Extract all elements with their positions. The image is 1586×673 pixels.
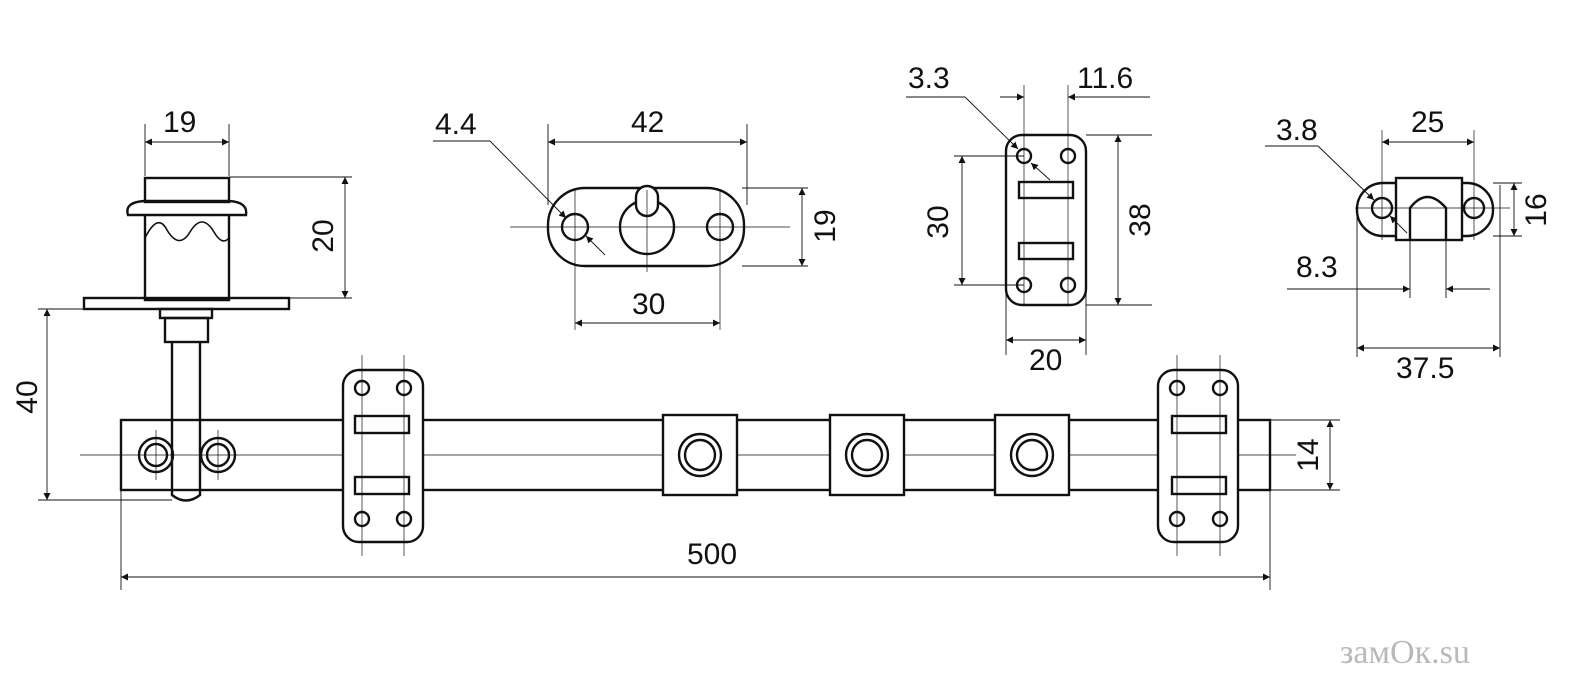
dim-knob-height: 20 [307, 219, 340, 252]
dim-hole-diameter-2: 3.3 [908, 62, 950, 95]
dim-bracket-height: 16 [1520, 193, 1553, 226]
bar-guide-right [1156, 355, 1240, 556]
lock-knob-part [82, 176, 291, 502]
dim-knob-width: 19 [163, 106, 196, 139]
mounting-plate [510, 184, 790, 330]
dim-bracket-length: 37.5 [1396, 352, 1454, 385]
dim-plate-height: 19 [809, 209, 842, 242]
dim-bracket-inner: 25 [1411, 106, 1444, 139]
dim-plate-hole-spacing: 30 [632, 288, 665, 321]
dim-guide-width: 20 [1029, 344, 1062, 377]
dim-bracket-slot: 8.3 [1296, 251, 1338, 284]
dim-rod-offset: 40 [11, 380, 44, 413]
bar-boss-2 [828, 413, 906, 497]
dimension-labels: 19 20 40 4.4 42 19 30 3.3 11.6 30 38 20 … [11, 62, 1553, 571]
dim-guide-hole-spacing: 11.6 [1077, 62, 1133, 95]
bar-boss-1 [661, 413, 739, 497]
main-bar [80, 355, 1296, 556]
bar-guide-left [341, 355, 425, 556]
dim-guide-hole-vertical: 30 [922, 205, 955, 238]
dim-bar-length: 500 [687, 538, 737, 571]
dim-hole-diameter-1: 4.4 [435, 108, 477, 141]
watermark-logo: замОк.su [1340, 634, 1470, 671]
small-bracket [1355, 130, 1510, 242]
dim-hole-diameter-3: 3.8 [1276, 114, 1318, 147]
dimension-lines [38, 93, 1522, 590]
dim-bar-height: 14 [1292, 438, 1325, 471]
dim-guide-height: 38 [1124, 203, 1157, 236]
guide-bracket [1004, 85, 1088, 307]
bar-boss-3 [993, 413, 1071, 497]
dim-plate-length: 42 [631, 106, 664, 139]
